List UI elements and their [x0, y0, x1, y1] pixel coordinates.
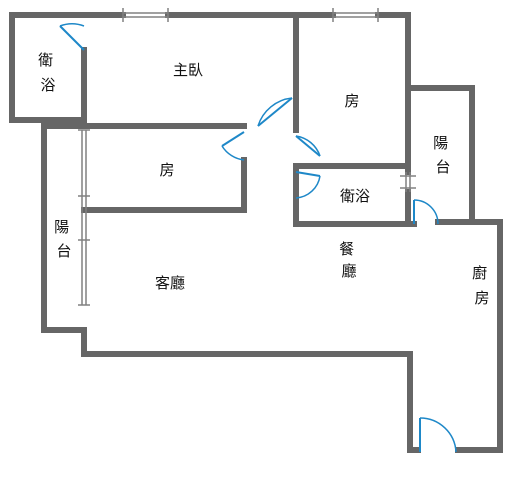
label-kitchen: 廚 房 — [472, 264, 492, 307]
door-bedroom-2 — [295, 135, 321, 157]
door-bath-2 — [295, 171, 321, 199]
room-labels: 衛 浴 主臥 房 陽 台 房 衛浴 餐 廳 — [38, 51, 492, 307]
label-master-bedroom: 主臥 — [173, 61, 203, 79]
window-balcony-left — [78, 129, 90, 306]
window-master-top — [122, 8, 169, 22]
window-bedroom2-top — [332, 8, 379, 22]
label-living-room: 客廳 — [155, 274, 185, 292]
label-balcony-right: 陽 台 — [433, 134, 453, 176]
walls — [9, 12, 503, 453]
label-bedroom-2: 房 — [344, 92, 359, 110]
label-dining: 餐 廳 — [339, 240, 359, 280]
label-bath-2: 衛浴 — [340, 187, 370, 205]
doors — [59, 23, 457, 453]
window-right-slider — [400, 172, 416, 192]
label-balcony-left: 陽 台 — [54, 218, 74, 260]
door-bedroom-3 — [221, 131, 245, 161]
door-entry — [419, 417, 457, 453]
label-bath-1: 衛 浴 — [38, 51, 58, 94]
label-bedroom-3: 房 — [159, 161, 174, 179]
door-balcony-right — [413, 199, 439, 225]
windows — [78, 8, 416, 306]
door-master — [257, 97, 293, 127]
door-bath-1 — [59, 23, 85, 51]
